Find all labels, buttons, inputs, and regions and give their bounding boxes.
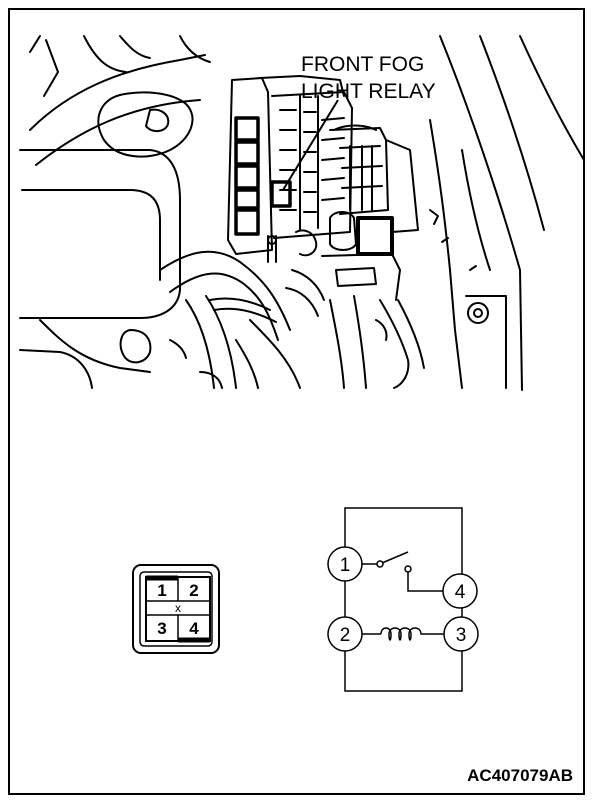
schematic-terminal-2 [327,616,363,652]
schematic-terminal-labels: 1 4 2 3 [340,555,467,646]
connector-key-mark: x [175,601,181,615]
relay-coil [380,627,429,641]
figure-code: AC407079AB [467,766,573,785]
schematic-label-4: 4 [455,582,466,603]
callout-line-1: FRONT FOG [301,53,424,76]
schematic-label-1: 1 [340,555,351,576]
connector-pin-3: 3 [157,619,166,638]
schematic-label-2: 2 [340,625,351,646]
callout-label: FRONT FOG LIGHT RELAY [301,53,436,103]
connector-pin-view: 1 2 x 3 4 [132,564,220,654]
schematic-label-3: 3 [456,625,467,646]
schematic-terminal-1 [327,546,363,582]
switch-blade [381,551,409,564]
relay-schematic [327,507,479,692]
schematic-terminal-4 [442,573,478,609]
connector-pin-1: 1 [157,581,166,600]
switch-contact-fixed [376,560,384,568]
switch-contact-open [404,565,412,573]
schematic-terminal-3 [443,616,479,652]
callout-leader-line [282,99,339,191]
connector-pin-2: 2 [189,581,198,600]
engine-bay-illustration [19,35,585,391]
connector-pin-4: 4 [189,619,199,638]
callout-line-2: LIGHT RELAY [301,80,436,103]
